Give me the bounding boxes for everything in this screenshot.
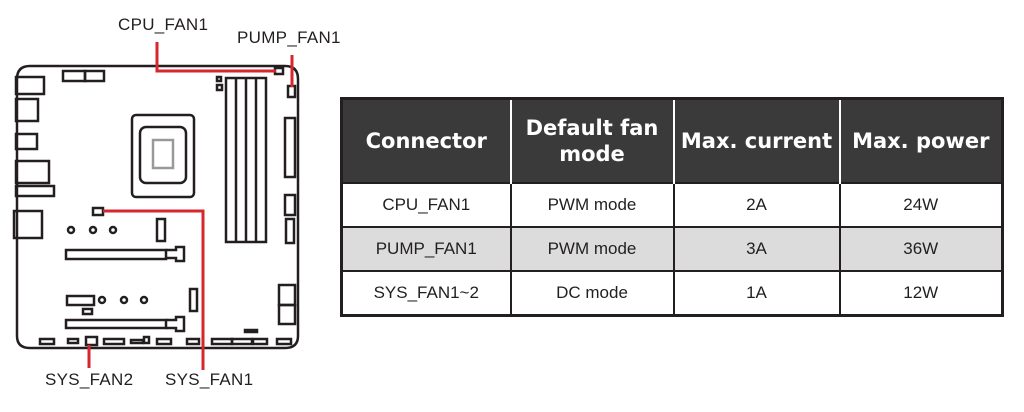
- header-default-fan-mode: Default fan mode: [509, 98, 674, 183]
- sys-fan2-label: SYS_FAN2: [45, 370, 134, 389]
- board-outline: [15, 64, 300, 350]
- cell-current: 2A: [672, 182, 840, 227]
- cell-mode: PWM mode: [509, 226, 674, 271]
- pump-fan1-label: PUMP_FAN1: [237, 28, 341, 47]
- cpu-fan1-label: CPU_FAN1: [118, 15, 209, 34]
- table-row: CPU_FAN1 PWM mode 2A 24W: [341, 182, 1003, 227]
- table-row: SYS_FAN1~2 DC mode 1A 12W: [341, 270, 1003, 316]
- fan-spec-table: Connector Default fan mode Max. current …: [340, 97, 1004, 317]
- cell-power: 36W: [838, 226, 1003, 271]
- header-connector: Connector: [341, 98, 511, 183]
- cell-power: 24W: [838, 182, 1003, 227]
- sys-fan1-connector: [91, 206, 105, 217]
- cpu-fan1-connector: [273, 66, 285, 76]
- table-row: PUMP_FAN1 PWM mode 3A 36W: [341, 226, 1003, 271]
- cell-connector: SYS_FAN1~2: [341, 270, 511, 316]
- header-max-power: Max. power: [838, 98, 1003, 183]
- cell-mode: PWM mode: [509, 182, 674, 227]
- cell-power: 12W: [838, 270, 1003, 316]
- cpu-fan1-leader: [155, 42, 276, 73]
- sys-fan2-connector: [84, 335, 99, 347]
- cell-connector: PUMP_FAN1: [341, 226, 511, 271]
- sys-fan1-label: SYS_FAN1: [165, 370, 254, 389]
- cell-mode: DC mode: [509, 270, 674, 316]
- table-header-row: Connector Default fan mode Max. current …: [341, 98, 1003, 183]
- sys-fan1-leader: [103, 209, 205, 370]
- pump-fan1-connector: [286, 84, 297, 99]
- motherboard-diagram: [12, 42, 300, 370]
- cell-current: 3A: [672, 226, 840, 271]
- cell-current: 1A: [672, 270, 840, 316]
- cell-connector: CPU_FAN1: [341, 182, 511, 227]
- header-max-current: Max. current: [672, 98, 840, 183]
